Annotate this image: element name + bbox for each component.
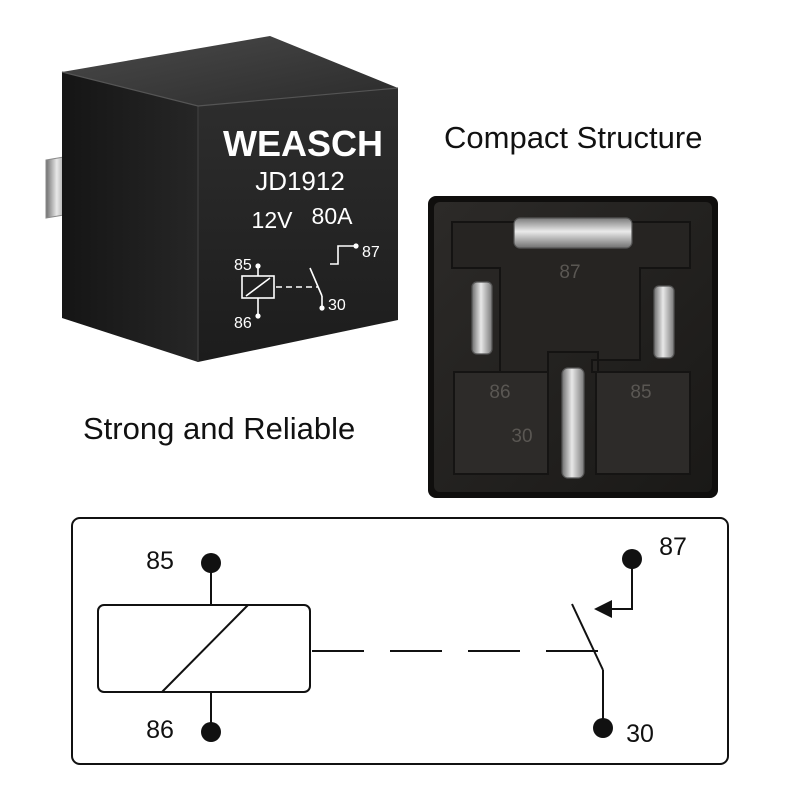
coil-diagonal xyxy=(161,604,249,693)
pin-87-dot xyxy=(622,549,642,569)
contact-arrow xyxy=(594,600,612,618)
schematic-pin-86-label: 86 xyxy=(146,716,174,744)
schematic-pin-30-label: 30 xyxy=(626,720,654,748)
terminal-86 xyxy=(471,281,493,355)
relay-voltage: 12V xyxy=(252,207,294,233)
switch-contact xyxy=(571,603,604,671)
relay-current: 80A xyxy=(312,203,354,229)
pad-85 xyxy=(595,371,691,475)
relay-face-pin-dots xyxy=(255,243,359,319)
pin-30-dot xyxy=(593,718,613,738)
relay-pin-87-label: 87 xyxy=(362,244,380,261)
schematic-pin-87-label: 87 xyxy=(659,533,687,561)
bottom-pin-87-label: 87 xyxy=(559,262,580,283)
terminal-87 xyxy=(513,217,633,249)
relay-pin-85-label: 85 xyxy=(234,257,252,274)
relay-face-schematic xyxy=(241,245,356,316)
pad-86 xyxy=(453,371,549,475)
bottom-pin-85-label: 85 xyxy=(630,382,651,403)
relay-model: JD1912 xyxy=(255,166,345,196)
terminal-85 xyxy=(653,285,675,359)
schematic-pin-85-label: 85 xyxy=(146,547,174,575)
bottom-pin-30-label: 30 xyxy=(511,426,532,447)
bottom-pin-86-label: 86 xyxy=(489,382,510,403)
caption-compact-structure: Compact Structure xyxy=(444,120,703,155)
relay-pin-30-label: 30 xyxy=(328,297,346,314)
wiring-schematic xyxy=(71,517,729,765)
relay-bottom-view xyxy=(428,196,718,498)
terminal-30 xyxy=(561,367,585,479)
pin-86-dot xyxy=(201,722,221,742)
schematic-pin-dots xyxy=(201,549,642,742)
schematic-frame xyxy=(71,517,729,765)
coil-box xyxy=(97,604,311,693)
relay-brand: WEASCH xyxy=(223,123,383,164)
pin-85-dot xyxy=(201,553,221,573)
relay-pin-86-label: 86 xyxy=(234,315,252,332)
caption-strong-reliable: Strong and Reliable xyxy=(83,411,356,446)
relay-left-face xyxy=(62,72,198,362)
relay-top-face xyxy=(62,36,398,106)
